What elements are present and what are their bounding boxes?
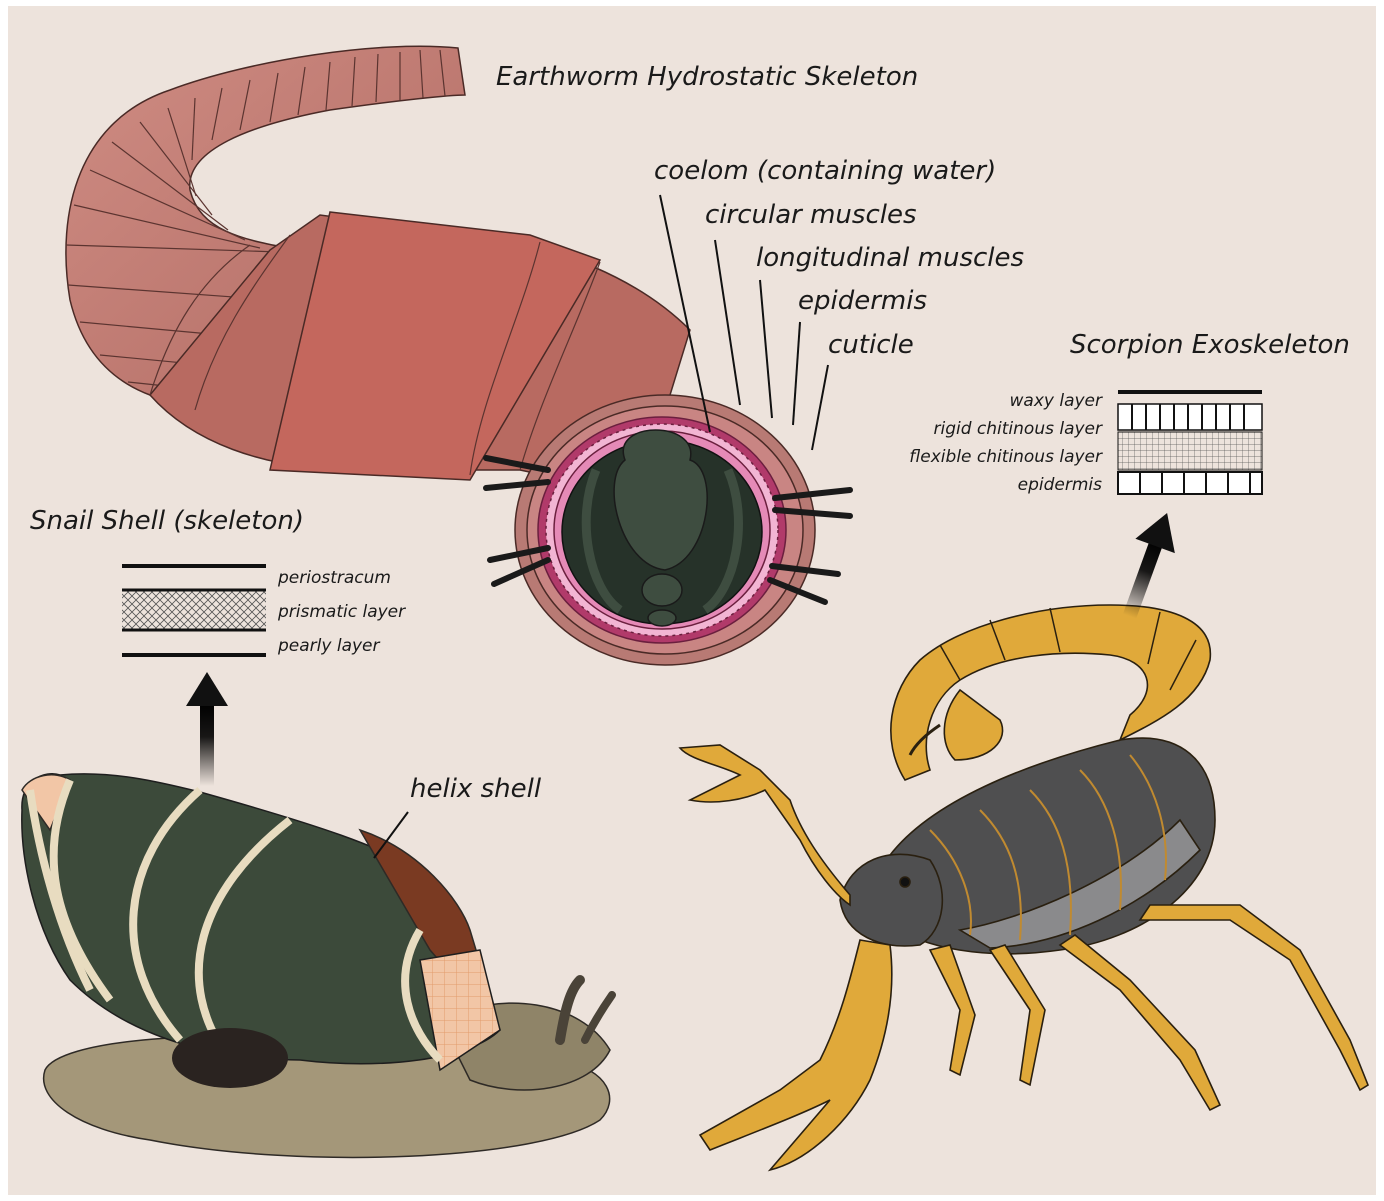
coelom-label: coelom (containing water) [654,156,996,186]
snail-layer-label: prismatic layer [278,602,405,622]
helix-shell-label: helix shell [410,774,541,804]
snail-title: Snail Shell (skeleton) [30,506,304,536]
scorpion-layer-label: epidermis [1018,475,1102,495]
epidermis-label: epidermis [798,286,927,316]
scorpion-layer-label: rigid chitinous layer [933,419,1102,439]
scorpion-layer-diagram [1118,392,1262,494]
scorpion-layer-label: flexible chitinous layer [909,447,1102,467]
earthworm-title: Earthworm Hydrostatic Skeleton [496,62,918,92]
scorpion-layer-label: waxy layer [1010,391,1103,411]
snail-layer-label: periostracum [278,568,391,588]
circular-muscles-label: circular muscles [705,200,917,230]
scorpion-title: Scorpion Exoskeleton [1070,330,1350,360]
longitudinal-muscles-label: longitudinal muscles [756,243,1024,273]
cuticle-label: cuticle [828,330,914,360]
snail-layer-label: pearly layer [278,636,380,656]
